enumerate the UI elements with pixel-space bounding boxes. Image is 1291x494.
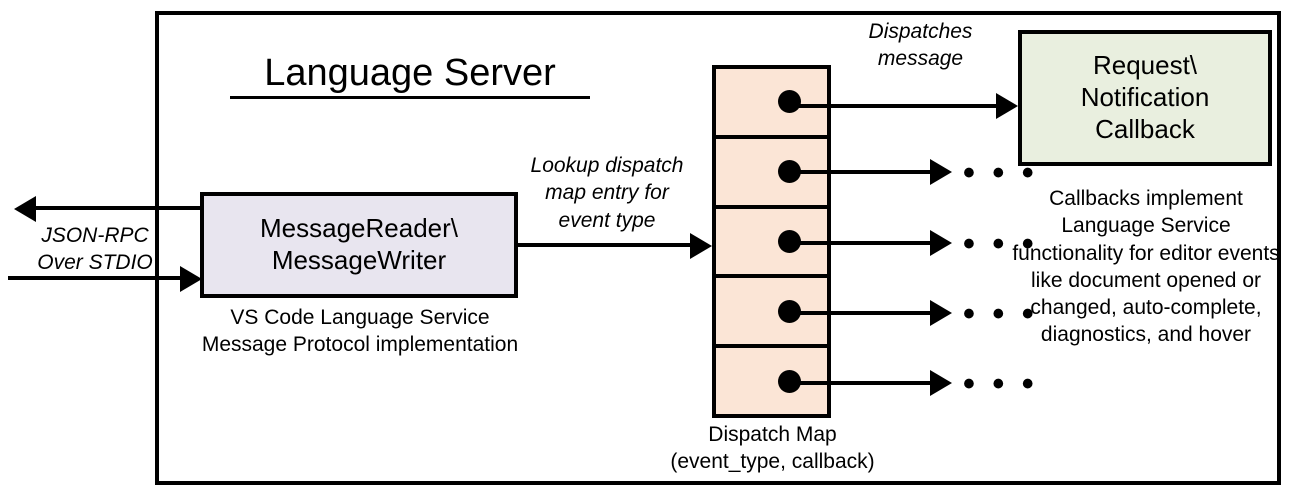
node-request-notification-callback[interactable]: Request\ Notification Callback <box>1018 30 1272 166</box>
dispatch-edge-arrowhead-icon-2 <box>930 159 952 185</box>
lookup-edge-line <box>518 243 694 247</box>
edge-label-dispatches-line2: message <box>877 47 964 71</box>
node-message-reader-writer[interactable]: MessageReader\ MessageWriter <box>200 192 518 298</box>
node-message-reader-writer-caption: VS Code Language Service Message Protoco… <box>185 305 535 359</box>
node-callback-caption: Callbacks implement Language Service fun… <box>1012 187 1280 347</box>
node-message-reader-writer-line1: MessageReader\ <box>260 213 458 244</box>
inbound-stdio-line <box>8 276 192 280</box>
callback-label-line1: Request\ <box>1092 50 1198 81</box>
ellipsis-4: • • • <box>963 295 1038 333</box>
edge-label-dispatches-line1: Dispatches <box>868 20 973 43</box>
dispatch-edge-line-2 <box>788 170 933 174</box>
callback-label-line3: Callback <box>1095 113 1195 144</box>
callback-label-line2: Notification <box>1080 82 1210 113</box>
edge-label-lookup: Lookup dispatch map entry for event type <box>512 152 702 234</box>
edge-label-dispatches: Dispatches message <box>833 18 1008 73</box>
edge-label-stdio-line2: Over STDIO <box>37 251 153 275</box>
dispatch-edge-line-5 <box>788 381 933 385</box>
dispatch-map-caption: Dispatch Map (event_type, callback) <box>640 422 905 476</box>
outbound-stdio-arrowhead-icon <box>14 196 36 222</box>
ellipsis-5: • • • <box>963 365 1038 403</box>
edge-label-lookup-line1: Lookup dispatch <box>530 154 684 177</box>
dispatch-edge-line-4 <box>788 311 933 315</box>
node-message-reader-writer-line2: MessageWriter <box>271 245 447 275</box>
dispatch-edge-arrowhead-icon-4 <box>930 300 952 326</box>
dispatch-edge-line-3 <box>788 241 933 245</box>
dispatch-edge-arrowhead-icon-5 <box>930 370 952 396</box>
callback-dot-icon <box>778 90 801 114</box>
dispatch-edge-line-1 <box>788 104 1012 108</box>
dispatch-edge-arrowhead-icon-3 <box>930 230 952 256</box>
lookup-edge-arrowhead-icon <box>690 233 712 259</box>
message-caption-line1: VS Code Language Service <box>230 306 490 329</box>
dispatch-edge-arrowhead-icon-1 <box>996 93 1018 119</box>
language-server-container <box>155 11 1281 485</box>
inbound-stdio-arrowhead-icon <box>180 266 202 292</box>
outbound-stdio-line <box>36 206 202 210</box>
dispatch-map-caption-line2: (event_type, callback) <box>670 449 875 473</box>
edge-label-lookup-line3: event type <box>558 208 656 232</box>
edge-label-lookup-line2: map entry for <box>545 181 669 205</box>
ellipsis-3: • • • <box>963 225 1038 263</box>
message-caption-line2: Message Protocol implementation <box>201 332 519 356</box>
edge-label-stdio: JSON-RPC Over STDIO <box>20 222 170 277</box>
edge-label-stdio-line1: JSON-RPC <box>41 224 149 247</box>
dispatch-map-caption-line1: Dispatch Map <box>708 423 837 446</box>
page-title: Language Server <box>230 52 590 100</box>
